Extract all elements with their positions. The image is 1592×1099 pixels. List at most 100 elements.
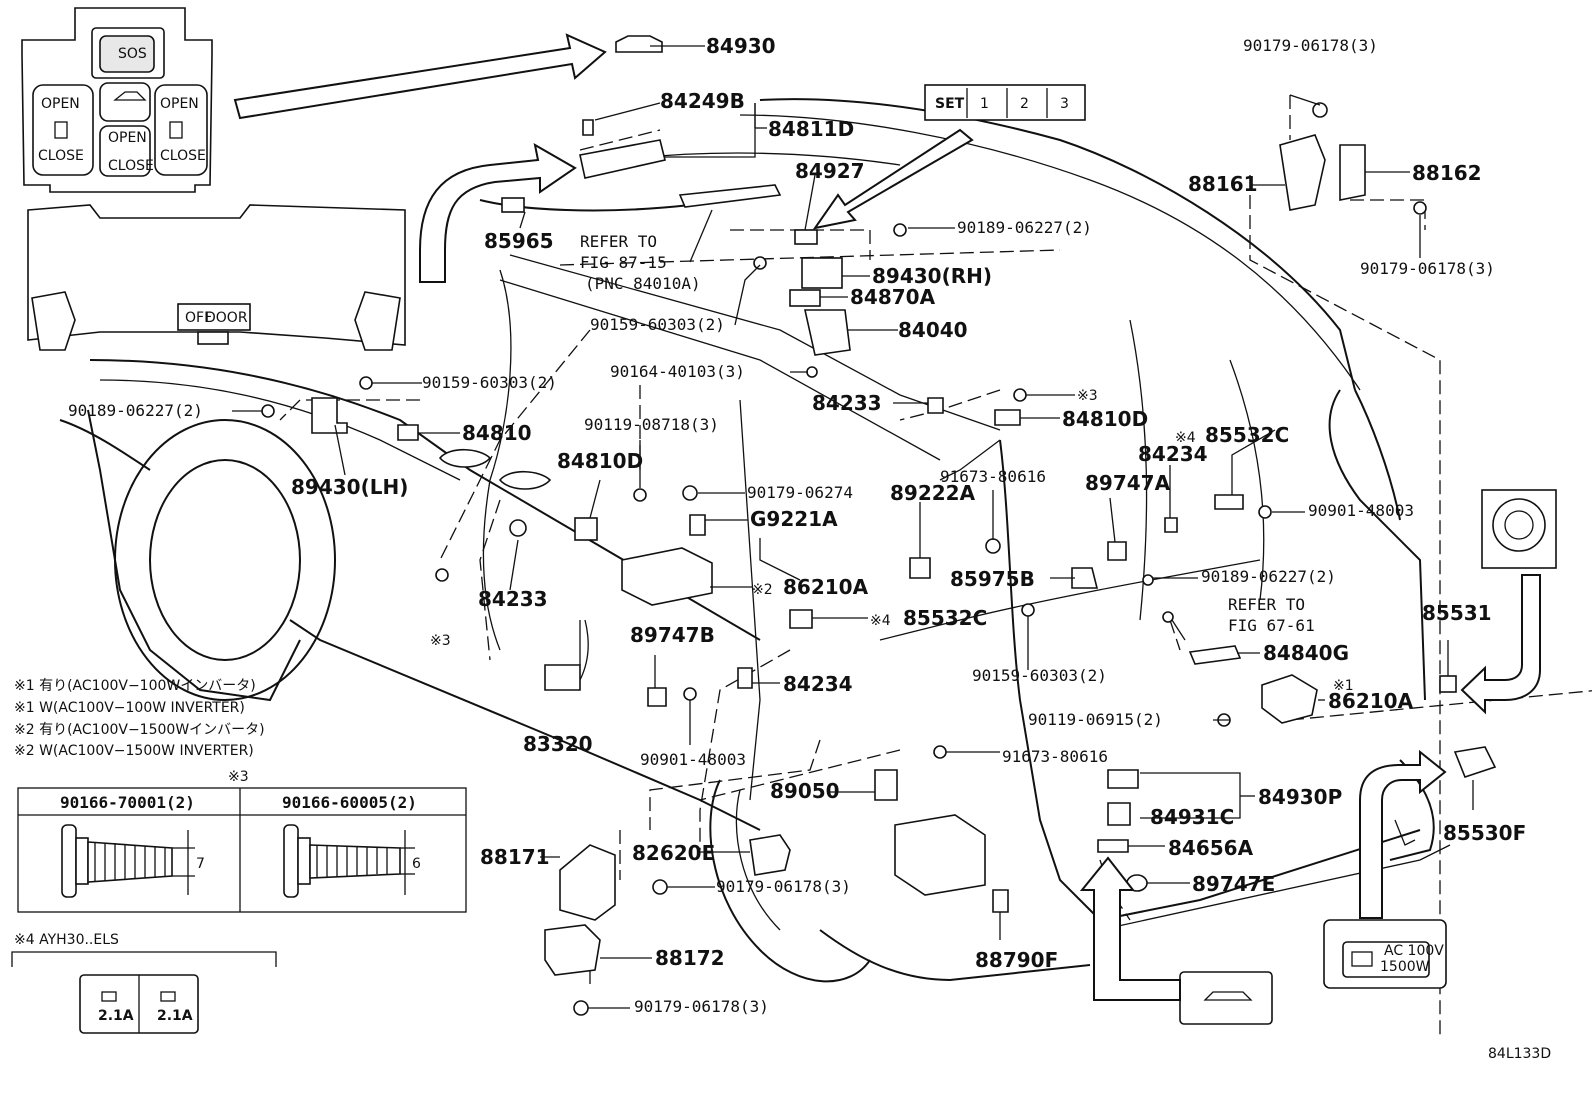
- memory-set-label: SET: [935, 96, 965, 112]
- part-88172-glyph: [544, 924, 601, 976]
- screw-70001-drawing: 7: [61, 824, 205, 898]
- part-84811D-glyph: [579, 139, 666, 179]
- part-84927b-glyph: [794, 229, 818, 245]
- leader-lines: [232, 45, 1474, 1009]
- part-90119-glyph: [633, 488, 647, 502]
- part-89222A-glyph: [909, 557, 931, 579]
- part-90901a-glyph: [1258, 505, 1272, 519]
- part-90159-glyph: [435, 568, 449, 582]
- part-85965-glyph: [501, 197, 525, 213]
- part-85975B-glyph: [1071, 567, 1099, 589]
- label-84810D-a: 84810D: [557, 449, 643, 473]
- arrow-to-84656A: [1079, 856, 1181, 1001]
- label-89747E: 89747E: [1192, 872, 1275, 896]
- off-label: OFF: [185, 310, 212, 326]
- label-90179-06178-c: 90179-06178(3): [1243, 36, 1378, 55]
- part-89430LH-glyph: [311, 397, 348, 434]
- label-91673-80616-b: 91673-80616: [1002, 747, 1108, 766]
- part-84249B-glyph: [582, 119, 594, 136]
- inverter-ac-label: AC 100V: [1384, 943, 1444, 959]
- mark-note4-a: ※4: [1175, 430, 1196, 446]
- part-84234b-glyph: [737, 667, 753, 689]
- door-label: DOOR: [205, 310, 248, 326]
- label-90164-40103: 90164-40103(3): [610, 362, 745, 381]
- label-89222A: 89222A: [890, 481, 976, 505]
- part-84810-glyph: [397, 424, 419, 441]
- label-90179-06178-b: 90179-06178(3): [634, 997, 769, 1016]
- label-88172: 88172: [655, 946, 725, 970]
- note-line-2: ※1 W(AC100V−100W INVERTER): [14, 700, 245, 716]
- label-89430LH: 89430(LH): [291, 475, 408, 499]
- label-84930: 84930: [706, 34, 776, 58]
- close-label-center: CLOSE: [108, 158, 154, 174]
- part-85532C-a-glyph: [1214, 494, 1244, 510]
- label-84840G: 84840G: [1263, 641, 1349, 665]
- power-outlet-detail: [1481, 489, 1557, 569]
- memory-3-label: 3: [1060, 96, 1069, 112]
- part-82620E-glyph: [749, 834, 791, 876]
- arrow-to-85531: [1460, 574, 1541, 715]
- part-89747A-glyph: [1107, 541, 1127, 561]
- memory-2-label: 2: [1020, 96, 1029, 112]
- label-84656A: 84656A: [1168, 836, 1254, 860]
- label-90189-06227-a: 90189-06227(2): [957, 218, 1092, 237]
- label-89747B: 89747B: [630, 623, 715, 647]
- part-bolt-3-glyph: [1013, 388, 1027, 402]
- part-88171-glyph: [559, 844, 616, 921]
- label-84931C: 84931C: [1150, 805, 1234, 829]
- label-90159-60303-a: 90159-60303(2): [590, 315, 725, 334]
- part-84927-glyph: [678, 184, 782, 208]
- part-84870A-glyph: [789, 289, 821, 307]
- part-84840G-glyph: [1188, 645, 1242, 665]
- part-83320-glyph: [544, 664, 581, 691]
- mark-note1: ※1: [1333, 678, 1354, 694]
- label-G9221A: G9221A: [750, 507, 838, 531]
- arrow-to-84930: [233, 33, 607, 120]
- part-91673b-glyph: [933, 745, 947, 759]
- part-labels: 84930 84249B 84811D 84927 85965 REFER TO…: [68, 34, 1526, 1016]
- part-84040-glyph: [804, 309, 851, 356]
- dashed-leaders: [279, 95, 1592, 1040]
- dim-7: 7: [196, 856, 205, 872]
- part-84234a-glyph: [1164, 517, 1178, 533]
- label-90119-08718: 90119-08718(3): [584, 415, 719, 434]
- table-marker: ※3: [228, 769, 249, 785]
- battery-glyph: [894, 814, 986, 896]
- memory-seat-switch: SET 1 2 3: [924, 84, 1086, 121]
- label-85531: 85531: [1422, 601, 1492, 625]
- label-fig-87-15: FIG 87-15: [580, 253, 667, 272]
- part-90179b-glyph: [573, 1000, 589, 1016]
- part-89747B-glyph: [647, 687, 667, 707]
- label-85532C-b: 85532C: [903, 606, 987, 630]
- label-86210A-b: 86210A: [1328, 689, 1414, 713]
- inverter-watt-label: 1500W: [1380, 959, 1430, 975]
- screw-60005-drawing: 6: [283, 824, 421, 898]
- mark-note3-a: ※3: [430, 633, 451, 649]
- part-84930-glyph: [615, 35, 663, 53]
- part-84656A-glyph: [1097, 839, 1129, 853]
- part-90901b-glyph: [683, 687, 697, 701]
- part-88162-glyph: [1339, 144, 1366, 201]
- inverter-switch-detail: AC 100V 1500W: [1323, 919, 1447, 989]
- part-90159c-glyph: [1021, 603, 1035, 617]
- part-90159a-glyph: [753, 256, 767, 270]
- label-84234-a: 84234: [1138, 442, 1208, 466]
- close-label-right: CLOSE: [160, 148, 206, 164]
- part-84810D-glyph: [574, 517, 598, 541]
- table-col2-header: 90166-60005(2): [282, 793, 417, 812]
- part-91673a-glyph: [985, 538, 1001, 554]
- label-88161: 88161: [1188, 172, 1258, 196]
- part-85530F-glyph: [1453, 746, 1497, 778]
- label-85975B: 85975B: [950, 567, 1035, 591]
- label-84233-b: 84233: [812, 391, 882, 415]
- label-84930P: 84930P: [1258, 785, 1342, 809]
- note-line-3: ※2 有り(AC100V−1500Wインバータ): [14, 722, 265, 738]
- label-85530F: 85530F: [1443, 821, 1526, 845]
- label-84810D-b: 84810D: [1062, 407, 1148, 431]
- label-90901-48003-a: 90901-48003: [1308, 501, 1414, 520]
- note-line-1: ※1 有り(AC100V−100Wインバータ): [14, 678, 256, 694]
- screw-spec-table: ※3 90166-70001(2) 90166-60005(2) 7 6: [17, 769, 467, 913]
- label-90189-06227-b: 90189-06227(2): [68, 401, 203, 420]
- label-90119-06915: 90119-06915(2): [1028, 710, 1163, 729]
- open-label-center: OPEN: [108, 130, 147, 146]
